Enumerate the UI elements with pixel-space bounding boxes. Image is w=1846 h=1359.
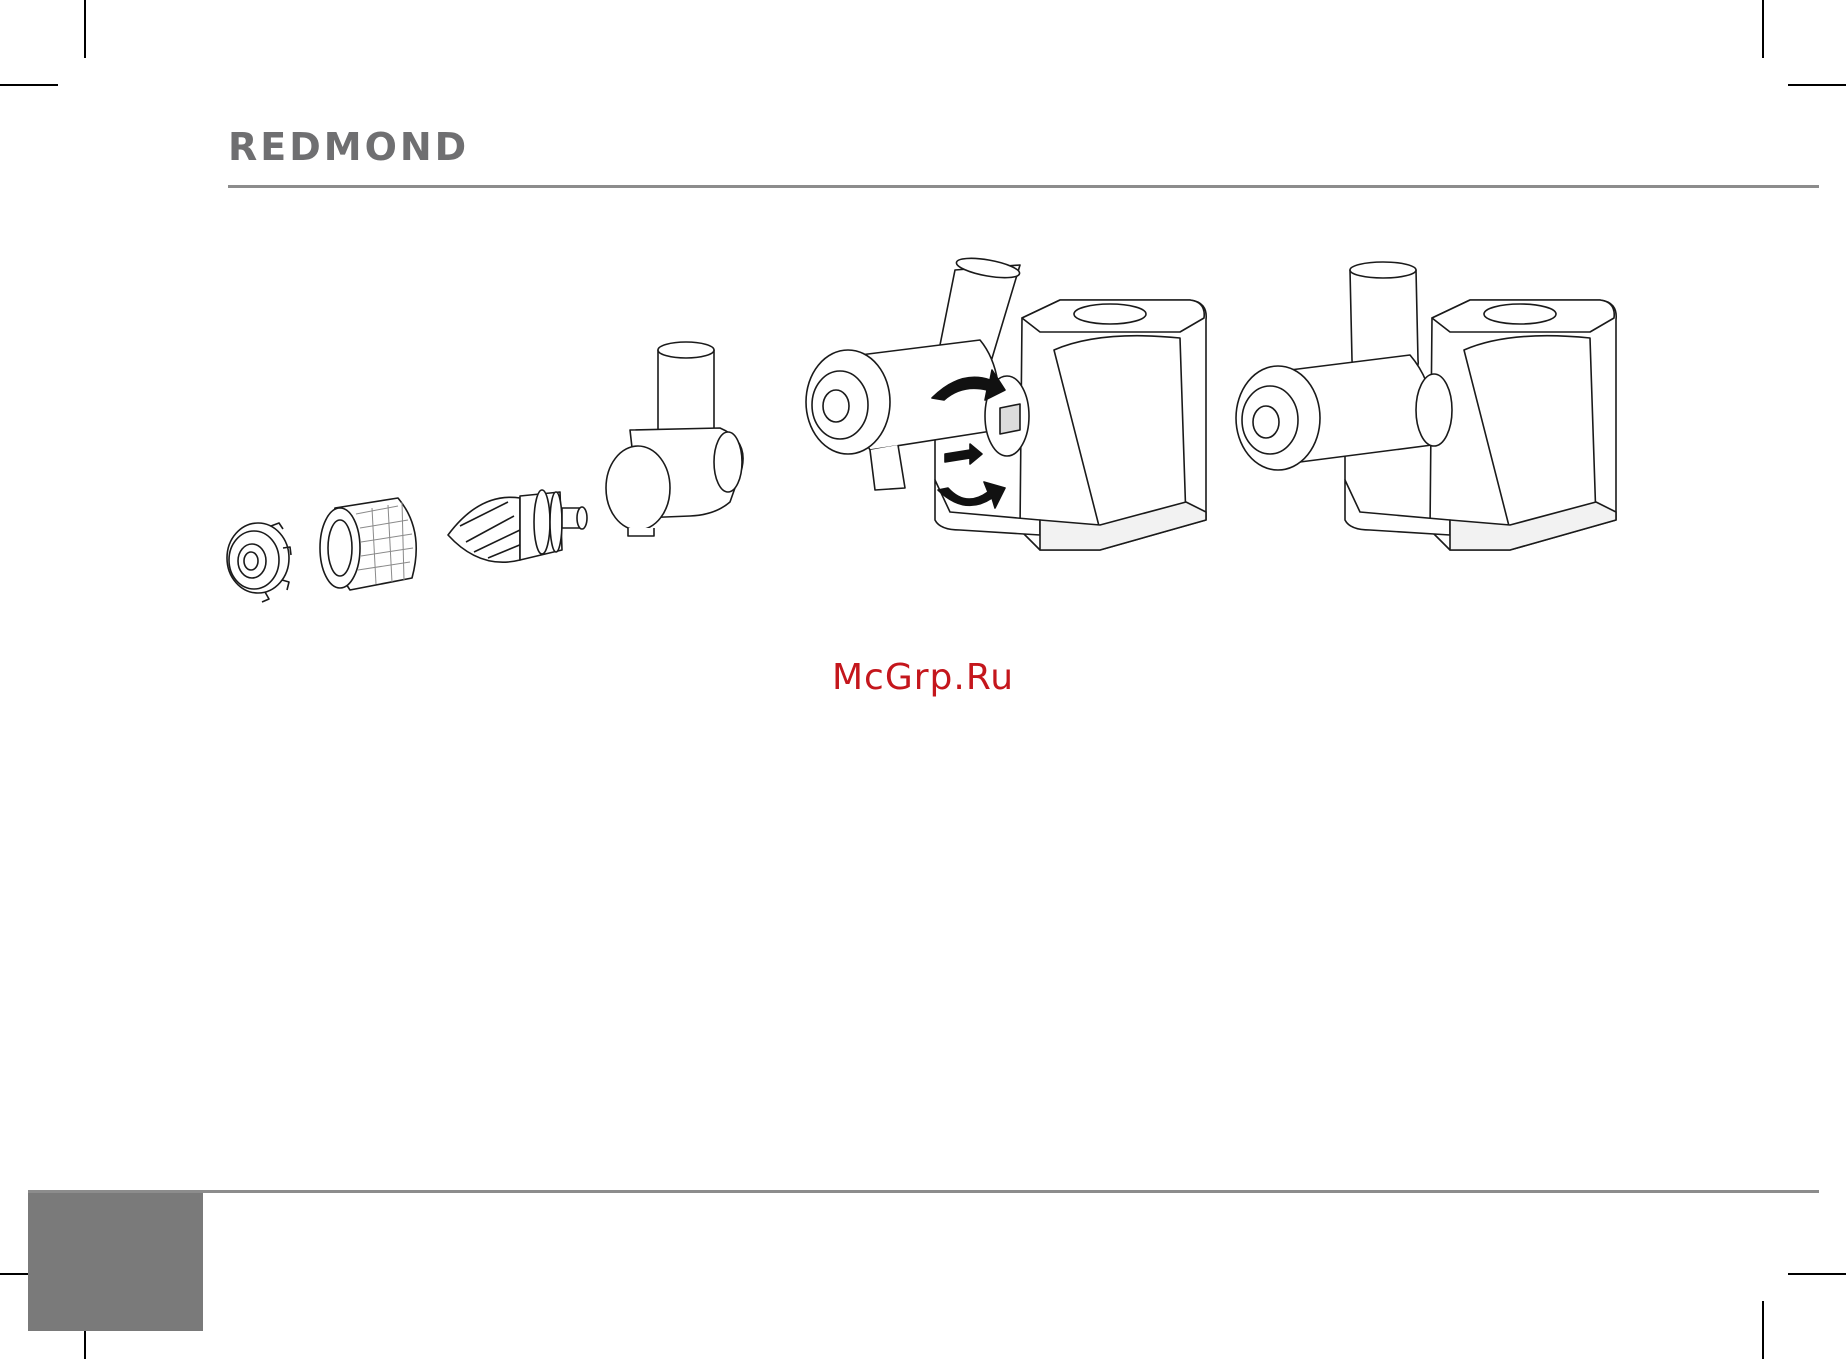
assembled-housing — [1236, 262, 1452, 470]
crop-mark-top-right-v — [1762, 0, 1764, 58]
push-arrow — [945, 444, 982, 464]
crop-mark-bottom-right-h — [1788, 1273, 1846, 1275]
exploded-parts — [227, 342, 743, 602]
crop-mark-top-left-v — [84, 0, 86, 58]
mounted-housing — [806, 255, 1029, 490]
strainer-part — [320, 498, 416, 590]
attaching-to-base — [806, 255, 1206, 550]
watermark-text: McGrp.Ru — [0, 657, 1846, 698]
rotate-arrow-bottom — [938, 482, 1005, 508]
assembled-unit — [1236, 262, 1616, 550]
juicer-housing-part — [606, 342, 743, 536]
footer-rule — [28, 1190, 1819, 1193]
header-rule — [228, 185, 1819, 188]
assembly-illustration — [0, 230, 1846, 650]
page-tab-block — [28, 1193, 203, 1331]
auger-part — [448, 490, 587, 562]
crop-mark-top-left-h — [0, 84, 58, 86]
crop-mark-top-right-h — [1788, 84, 1846, 86]
crop-mark-bottom-right-v — [1762, 1301, 1764, 1359]
redmond-logo: REDMOND — [228, 126, 469, 168]
cap-nut-part — [227, 523, 291, 602]
